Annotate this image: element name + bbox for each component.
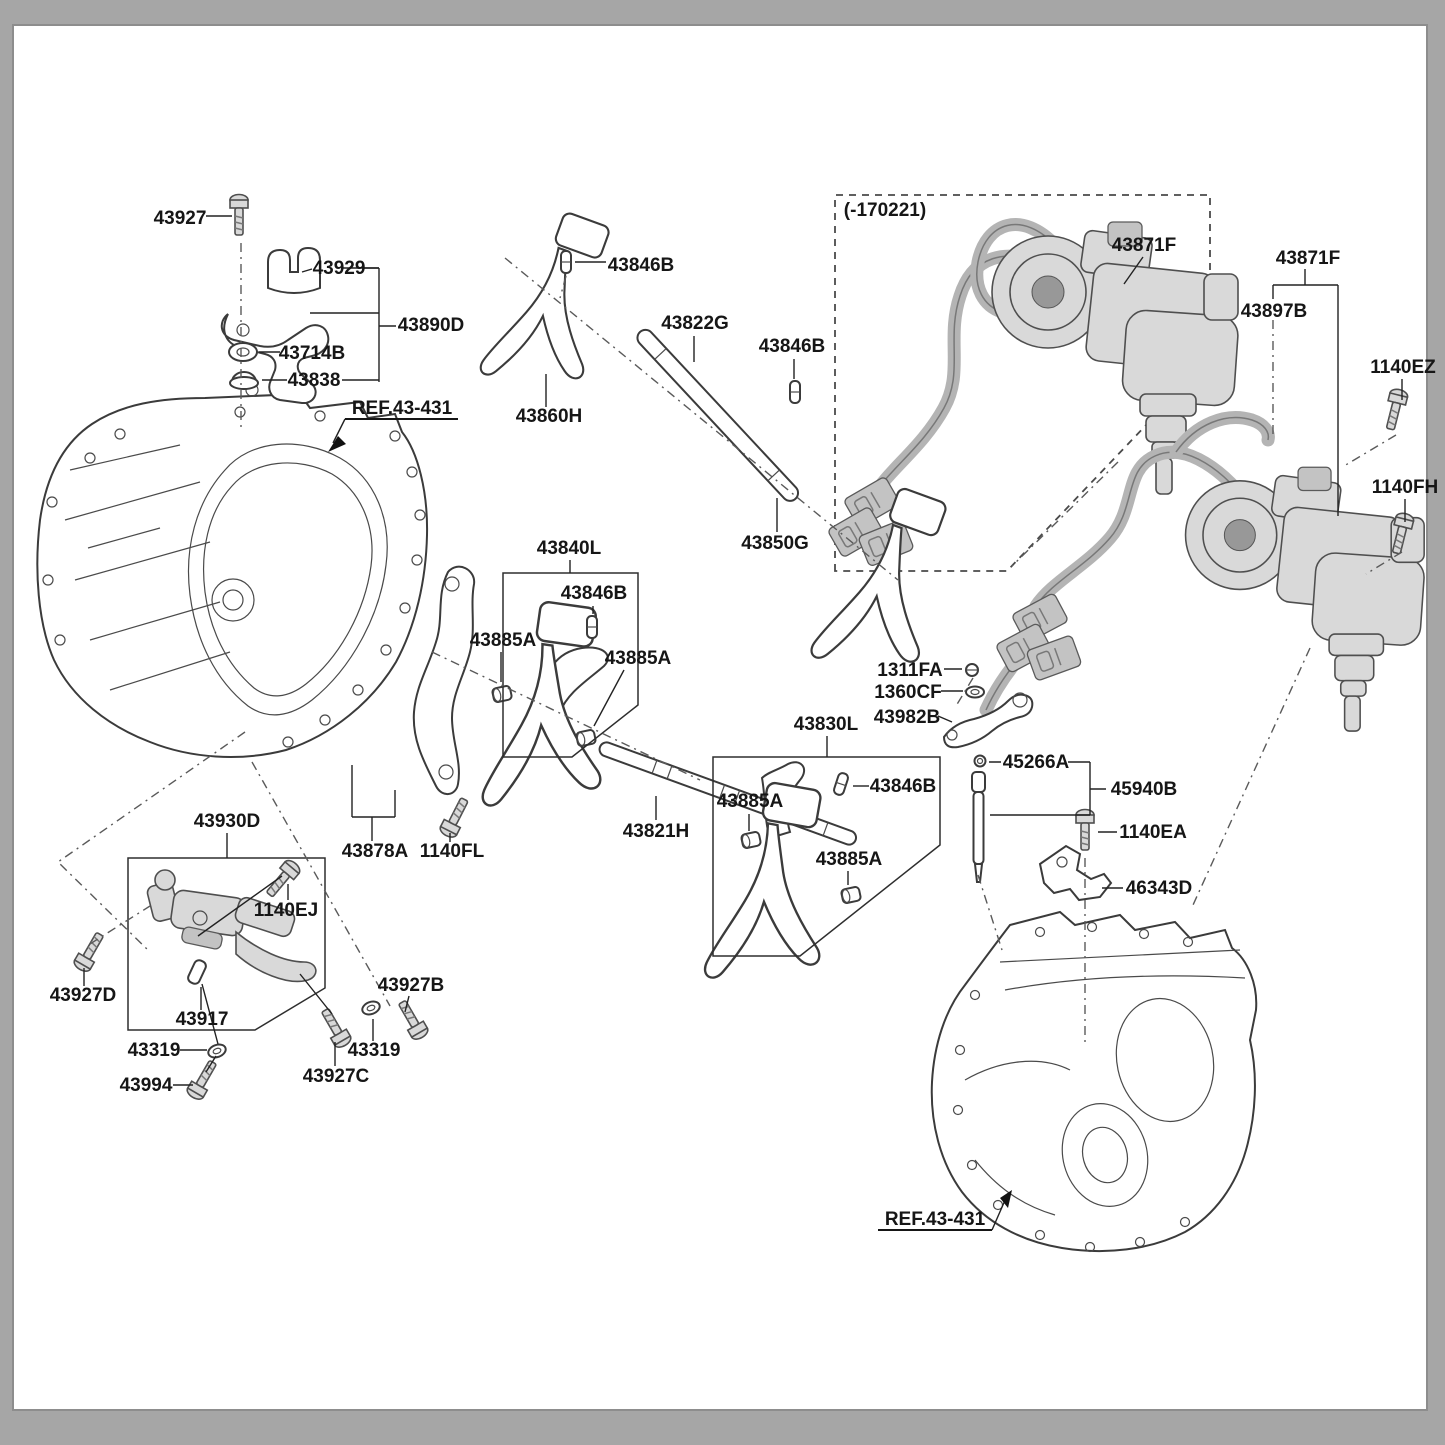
callout-43846b-3: 43846B [561, 583, 628, 604]
callout-43917: 43917 [176, 1009, 229, 1030]
callout-1311fa: 1311FA [877, 660, 943, 681]
callout-43927d: 43927D [50, 985, 117, 1006]
callout-43885a-1: 43885A [470, 630, 537, 651]
callout-43871f-2: 43871F [1276, 248, 1340, 269]
callout-43860h: 43860H [516, 406, 583, 427]
callout-1140ej: 1140EJ [254, 900, 318, 921]
callout-1140fl: 1140FL [420, 841, 485, 862]
callout-43885a-3: 43885A [717, 791, 784, 812]
callout-43927: 43927 [154, 208, 207, 229]
fork-43840l-drawing [461, 594, 618, 808]
callout-43850g: 43850G [741, 533, 809, 554]
callout-43885a-4: 43885A [816, 849, 883, 870]
pin-43846b-1-drawing [560, 250, 572, 274]
callout-43714b: 43714B [279, 343, 346, 364]
callout-43982b: 43982B [874, 707, 941, 728]
group-box-43830l [712, 756, 941, 957]
ring-45266a-drawing [973, 754, 987, 768]
group-box-43840l [502, 572, 639, 758]
callout-1140fh: 1140FH [1372, 477, 1439, 498]
transmission-case-bottom-right-drawing [930, 910, 1258, 1253]
callout-43821h: 43821H [623, 821, 690, 842]
fork-43830l-drawing [691, 761, 836, 980]
callout-43319-2: 43319 [348, 1040, 401, 1061]
callout-1360cf: 1360CF [874, 682, 942, 703]
damper-43838-drawing [229, 371, 259, 390]
roller-43885a-3-drawing [739, 830, 763, 850]
shift-rail-43822g-drawing [636, 328, 800, 502]
callout-43927b: 43927B [378, 975, 445, 996]
callout-ref-43-431-top: REF.43-431 [352, 398, 453, 419]
shift-guide-43878a-drawing [412, 565, 476, 795]
axis-lines [56, 243, 1403, 1045]
callout-43846b-2: 43846B [759, 336, 826, 357]
actuator-43871f-new-drawing [979, 411, 1427, 732]
callout-43830l: 43830L [794, 714, 859, 735]
bracket-43890d-drawing [220, 313, 330, 405]
actuator-43871f-old-drawing [826, 218, 1241, 568]
transmission-case-left-drawing [36, 392, 429, 758]
callout-43871f-1: 43871F [1112, 235, 1176, 256]
roller-43885a-1-drawing [490, 684, 514, 704]
lever-43982b-drawing [942, 692, 1034, 749]
callout-1140ez: 1140EZ [1370, 357, 1436, 378]
callout-43994: 43994 [120, 1075, 173, 1096]
pin-43917-drawing [187, 959, 207, 985]
callout-43927c: 43927C [303, 1066, 370, 1087]
callout-43840l: 43840L [537, 538, 602, 559]
callout-43885a-2: 43885A [605, 648, 672, 669]
callout-43897b: 43897B [1241, 301, 1308, 322]
group-box-43930d [127, 857, 326, 1031]
bracket-46343d-drawing [1038, 844, 1113, 902]
callout-43929: 43929 [313, 258, 366, 279]
callout-43846b-4: 43846B [870, 776, 937, 797]
callout-46343d: 46343D [1126, 878, 1193, 899]
screw-1311fa-drawing [965, 663, 979, 677]
callout-43838: 43838 [288, 370, 341, 391]
callout-43890d: 43890D [398, 315, 465, 336]
washer-1360cf-drawing [965, 685, 985, 699]
callout-variant-date: (-170221) [844, 200, 926, 221]
pin-43846b-2-drawing [789, 380, 801, 404]
callout-43930d: 43930D [194, 811, 261, 832]
callout-1140ea: 1140EA [1119, 822, 1187, 843]
callout-43846b-1: 43846B [608, 255, 675, 276]
roller-43885a-2-drawing [574, 728, 598, 748]
callout-labels: 43927 43929 43890D 43714B 43838 REF.43-4… [50, 200, 1439, 1230]
pin-43846b-3-drawing [586, 615, 598, 639]
grommet-43714b-drawing [228, 342, 258, 362]
callout-45940b: 45940B [1111, 779, 1178, 800]
clamp-43929-drawing [267, 246, 321, 294]
callout-43878a: 43878A [342, 841, 409, 862]
callout-43822g: 43822G [661, 313, 729, 334]
roller-43885a-4-drawing [839, 885, 863, 905]
leader-lines [83, 215, 1406, 1231]
callout-ref-43-431-bottom: REF.43-431 [885, 1209, 986, 1230]
callout-43319-1: 43319 [128, 1040, 181, 1061]
callout-45266a: 45266A [1003, 752, 1070, 773]
